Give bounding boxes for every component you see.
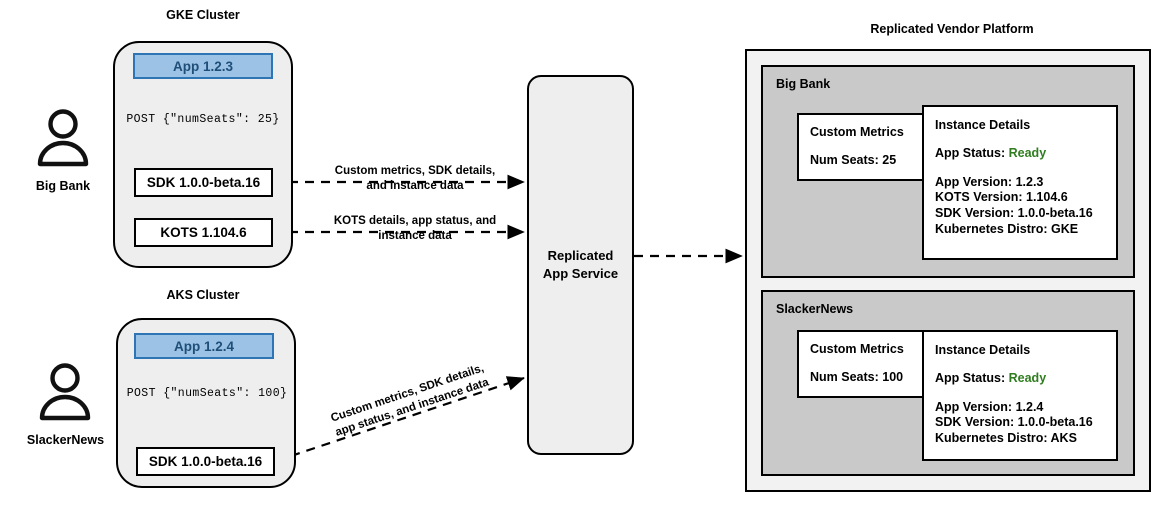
app-status-row: App Status: Ready	[935, 146, 1116, 162]
app-status-label: App Status:	[935, 146, 1006, 160]
actor-label-big-bank: Big Bank	[35, 179, 91, 193]
service-label-line1: Replicated	[547, 248, 614, 264]
edge-label-sdk-aks-wrap: Custom metrics, SDK details, app status,…	[320, 362, 500, 439]
instance-details-title: Instance Details	[935, 118, 1031, 132]
sdk-box-gke[interactable]: SDK 1.0.0-beta.16	[134, 168, 273, 197]
post-label-gke: POST {"numSeats": 25}	[126, 113, 280, 126]
person-icon	[37, 109, 89, 167]
sdk-box-aks[interactable]: SDK 1.0.0-beta.16	[136, 447, 275, 476]
tenant-name-slackernews: SlackerNews	[776, 302, 854, 316]
post-label-aks: POST {"numSeats": 100}	[126, 387, 288, 400]
actor-label-slackernews: SlackerNews	[26, 433, 105, 447]
actor-slackernews: SlackerNews	[13, 362, 118, 447]
edge-label-sdk-aks: Custom metrics, SDK details, app status,…	[329, 362, 491, 440]
instance-details-title: Instance Details	[935, 343, 1031, 357]
service-label-line2: App Service	[542, 266, 619, 281]
app-status-label: App Status:	[935, 371, 1006, 385]
tenant-name-big-bank: Big Bank	[776, 77, 831, 91]
edge-label-kots: KOTS details, app status, and instance d…	[333, 215, 497, 243]
custom-metrics-title: Custom Metrics	[810, 342, 904, 356]
custom-metrics-value: Num Seats: 25	[810, 153, 897, 167]
app-status-row: App Status: Ready	[935, 371, 1116, 387]
app-box-aks[interactable]: App 1.2.4	[134, 333, 274, 359]
cluster-title-gke: GKE Cluster	[166, 8, 240, 22]
detail-line: Kubernetes Distro: GKE	[935, 221, 1079, 236]
detail-line: SDK Version: 1.0.0-beta.16	[935, 205, 1093, 220]
instance-details-card-slackernews: Instance Details App Status: Ready App V…	[922, 330, 1118, 461]
instance-details-card-big-bank: Instance Details App Status: Ready App V…	[922, 105, 1118, 260]
actor-big-bank: Big Bank	[18, 108, 108, 193]
custom-metrics-card-big-bank: Custom Metrics Num Seats: 25	[797, 113, 925, 181]
kots-box-gke[interactable]: KOTS 1.104.6	[134, 218, 273, 247]
app-status-value: Ready	[1008, 371, 1047, 385]
detail-line: SDK Version: 1.0.0-beta.16	[935, 415, 1093, 430]
person-icon	[39, 363, 91, 421]
detail-line: Kubernetes Distro: AKS	[935, 430, 1077, 445]
cluster-title-aks: AKS Cluster	[166, 288, 240, 302]
detail-line: App Version: 1.2.4	[935, 399, 1044, 414]
replicated-app-service[interactable]: Replicated App Service	[527, 75, 634, 455]
custom-metrics-card-slackernews: Custom Metrics Num Seats: 100	[797, 330, 925, 398]
detail-line: App Version: 1.2.3	[935, 174, 1044, 189]
custom-metrics-title: Custom Metrics	[810, 125, 904, 139]
edge-label-sdk-gke: Custom metrics, SDK details, and instanc…	[334, 165, 496, 193]
detail-line: KOTS Version: 1.104.6	[935, 190, 1068, 205]
custom-metrics-value: Num Seats: 100	[810, 370, 904, 384]
app-status-value: Ready	[1008, 146, 1047, 160]
platform-title: Replicated Vendor Platform	[870, 22, 1034, 36]
app-box-gke[interactable]: App 1.2.3	[133, 53, 273, 79]
